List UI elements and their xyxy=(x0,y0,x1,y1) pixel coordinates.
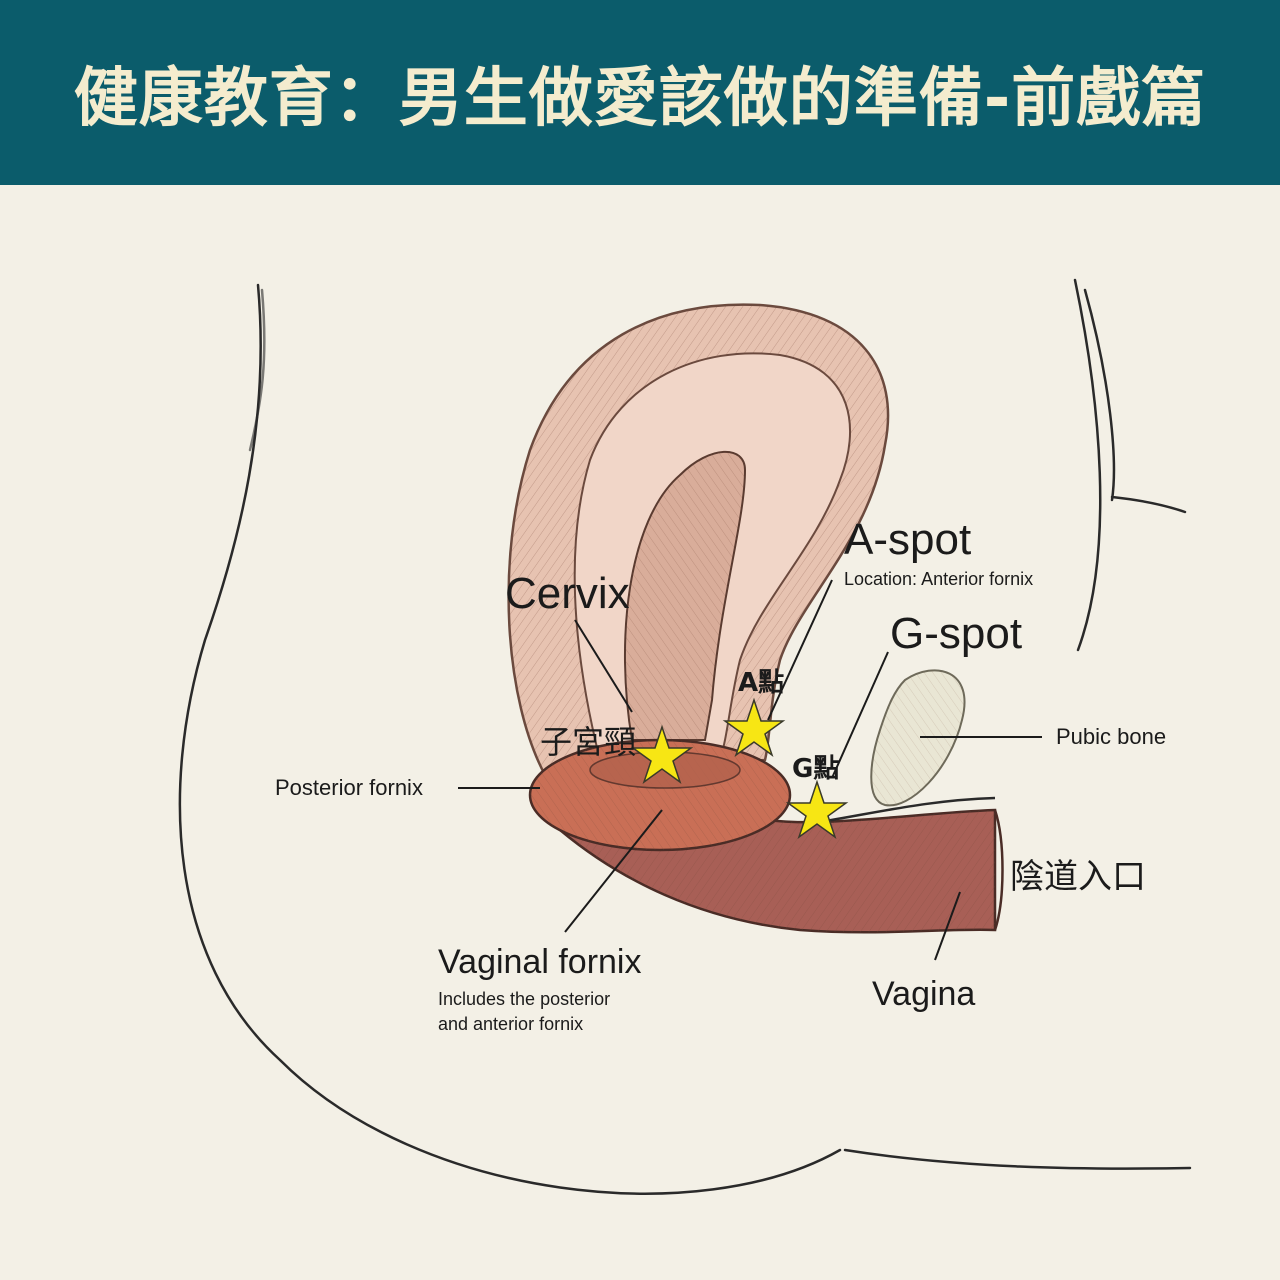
a-spot-label: A-spot xyxy=(844,515,972,564)
cervix-label: Cervix xyxy=(505,569,630,618)
vaginal-fornix-note-2: and anterior fornix xyxy=(438,1014,584,1034)
page-title: 健康教育：男生做愛該做的準備-前戲篇 xyxy=(73,61,1207,136)
leader-lines xyxy=(458,579,1042,961)
vagina-label: Vagina xyxy=(872,975,976,1013)
cervix-leader xyxy=(574,619,633,713)
g-spot-leader xyxy=(831,651,889,779)
vagina-leader xyxy=(934,891,961,961)
vaginal-entrance-zh-label: 陰道入口 xyxy=(1010,857,1146,897)
vaginal-fornix-leader xyxy=(564,809,663,933)
a-spot-leader xyxy=(767,579,833,721)
posterior-fornix-label: Posterior fornix xyxy=(275,775,423,800)
vaginal-fornix-label: Vaginal fornix xyxy=(438,943,642,981)
pubic-bone xyxy=(870,669,966,807)
a-spot-location-label: Location: Anterior fornix xyxy=(844,569,1034,589)
star-marker-a-spot xyxy=(722,697,786,757)
body-outline xyxy=(178,278,1192,1195)
title-banner: 健康教育：男生做愛該做的準備-前戲篇 xyxy=(0,0,1280,185)
star-marker-cervix xyxy=(630,724,694,784)
star-marker-g-spot xyxy=(785,779,849,839)
uterus xyxy=(507,303,890,777)
vaginal-fornix-note-1: Includes the posterior xyxy=(438,989,611,1009)
pubic-bone-label: Pubic bone xyxy=(1056,724,1167,749)
g-point-zh-label: G點 xyxy=(792,754,840,784)
markers xyxy=(630,697,849,839)
fornix-ring xyxy=(528,738,792,852)
cervix-zh-label: 子宮頸 xyxy=(540,723,637,761)
g-spot-label: G-spot xyxy=(890,609,1023,658)
a-point-zh-label: A點 xyxy=(738,668,785,698)
